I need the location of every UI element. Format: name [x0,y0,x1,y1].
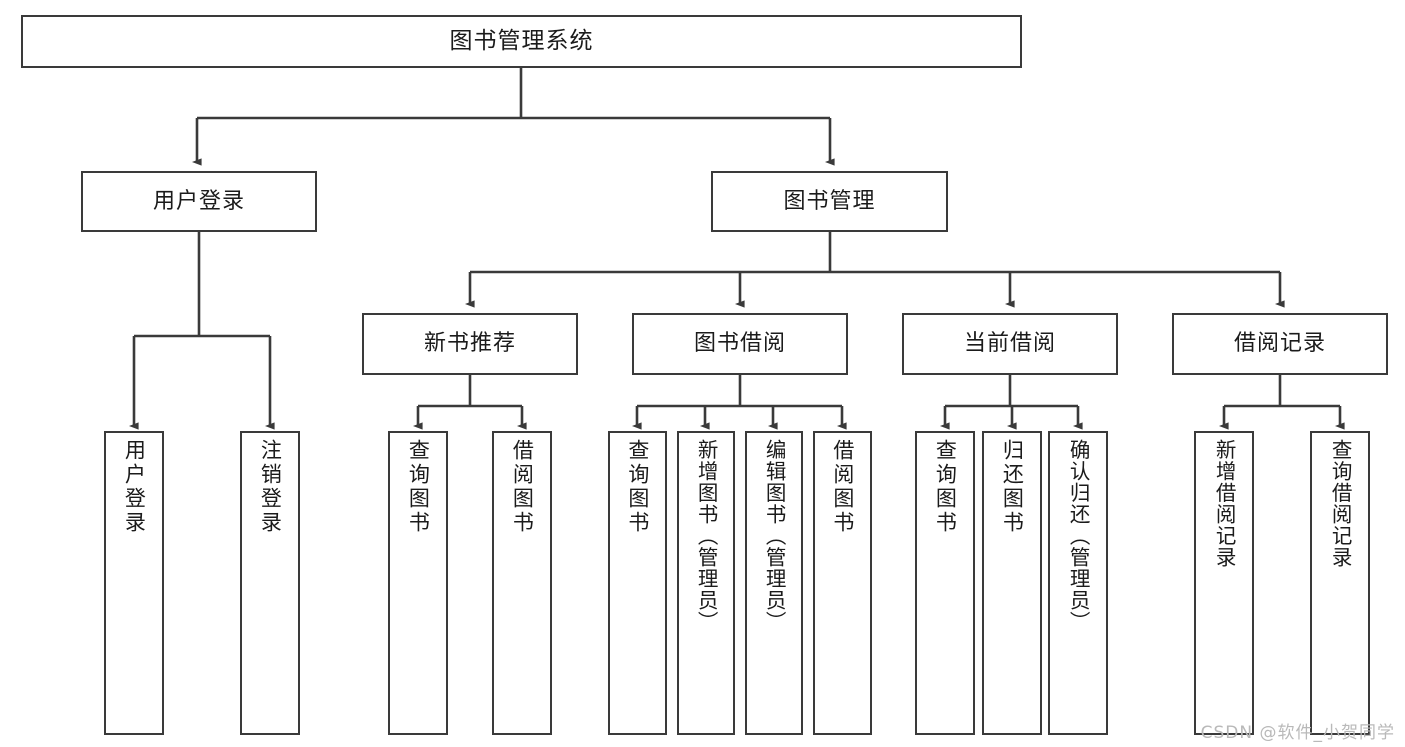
node-label: 新书推荐 [423,331,516,356]
leaf-current-query-book[interactable]: 查询图书 [915,431,975,735]
node-label: 图书管理系统 [449,28,594,54]
node-user-login[interactable]: 用户登录 [81,171,317,232]
node-label: 用户登录 [152,188,245,214]
leaf-borrow-add-book-admin[interactable]: 新增图书（管理员） [677,431,735,735]
leaf-record-query-record[interactable]: 查询借阅记录 [1310,431,1370,735]
node-borrow-record[interactable]: 借阅记录 [1172,313,1388,375]
leaf-current-return-book[interactable]: 归还图书 [982,431,1042,735]
node-label: 图书借阅 [693,331,786,356]
leaf-record-add-record[interactable]: 新增借阅记录 [1194,431,1254,735]
node-label: 确认归还（管理员） [1066,439,1091,633]
node-label: 查询图书 [933,439,958,535]
leaf-borrow-query-book[interactable]: 查询图书 [608,431,667,735]
leaf-borrow-edit-book-admin[interactable]: 编辑图书（管理员） [745,431,803,735]
node-book-management[interactable]: 图书管理 [711,171,948,232]
leaf-user-login-logout[interactable]: 注销登录 [240,431,300,735]
node-label: 归还图书 [1000,439,1025,535]
node-new-book-recommend[interactable]: 新书推荐 [362,313,578,375]
node-label: 查询借阅记录 [1328,439,1353,568]
node-label: 新增图书（管理员） [694,439,719,633]
leaf-borrow-lend-book[interactable]: 借阅图书 [813,431,872,735]
leaf-current-confirm-return-admin[interactable]: 确认归还（管理员） [1048,431,1108,735]
node-label: 注销登录 [258,439,283,535]
node-current-borrow[interactable]: 当前借阅 [902,313,1118,375]
node-label: 图书管理 [783,188,876,214]
node-book-borrow[interactable]: 图书借阅 [632,313,848,375]
node-label: 用户登录 [122,439,147,535]
node-label: 借阅图书 [510,439,535,535]
node-label: 查询图书 [625,439,650,535]
node-label: 当前借阅 [963,331,1056,356]
leaf-user-login-login[interactable]: 用户登录 [104,431,164,735]
node-label: 新增借阅记录 [1212,439,1237,568]
watermark-text: CSDN @软件_小贺同学 [1200,723,1395,743]
node-label: 查询图书 [406,439,431,535]
leaf-new-book-borrow-book[interactable]: 借阅图书 [492,431,552,735]
node-label: 借阅图书 [830,439,855,535]
node-root-system[interactable]: 图书管理系统 [21,15,1022,68]
node-label: 借阅记录 [1233,331,1326,356]
leaf-new-book-query-book[interactable]: 查询图书 [388,431,448,735]
node-label: 编辑图书（管理员） [762,439,787,633]
